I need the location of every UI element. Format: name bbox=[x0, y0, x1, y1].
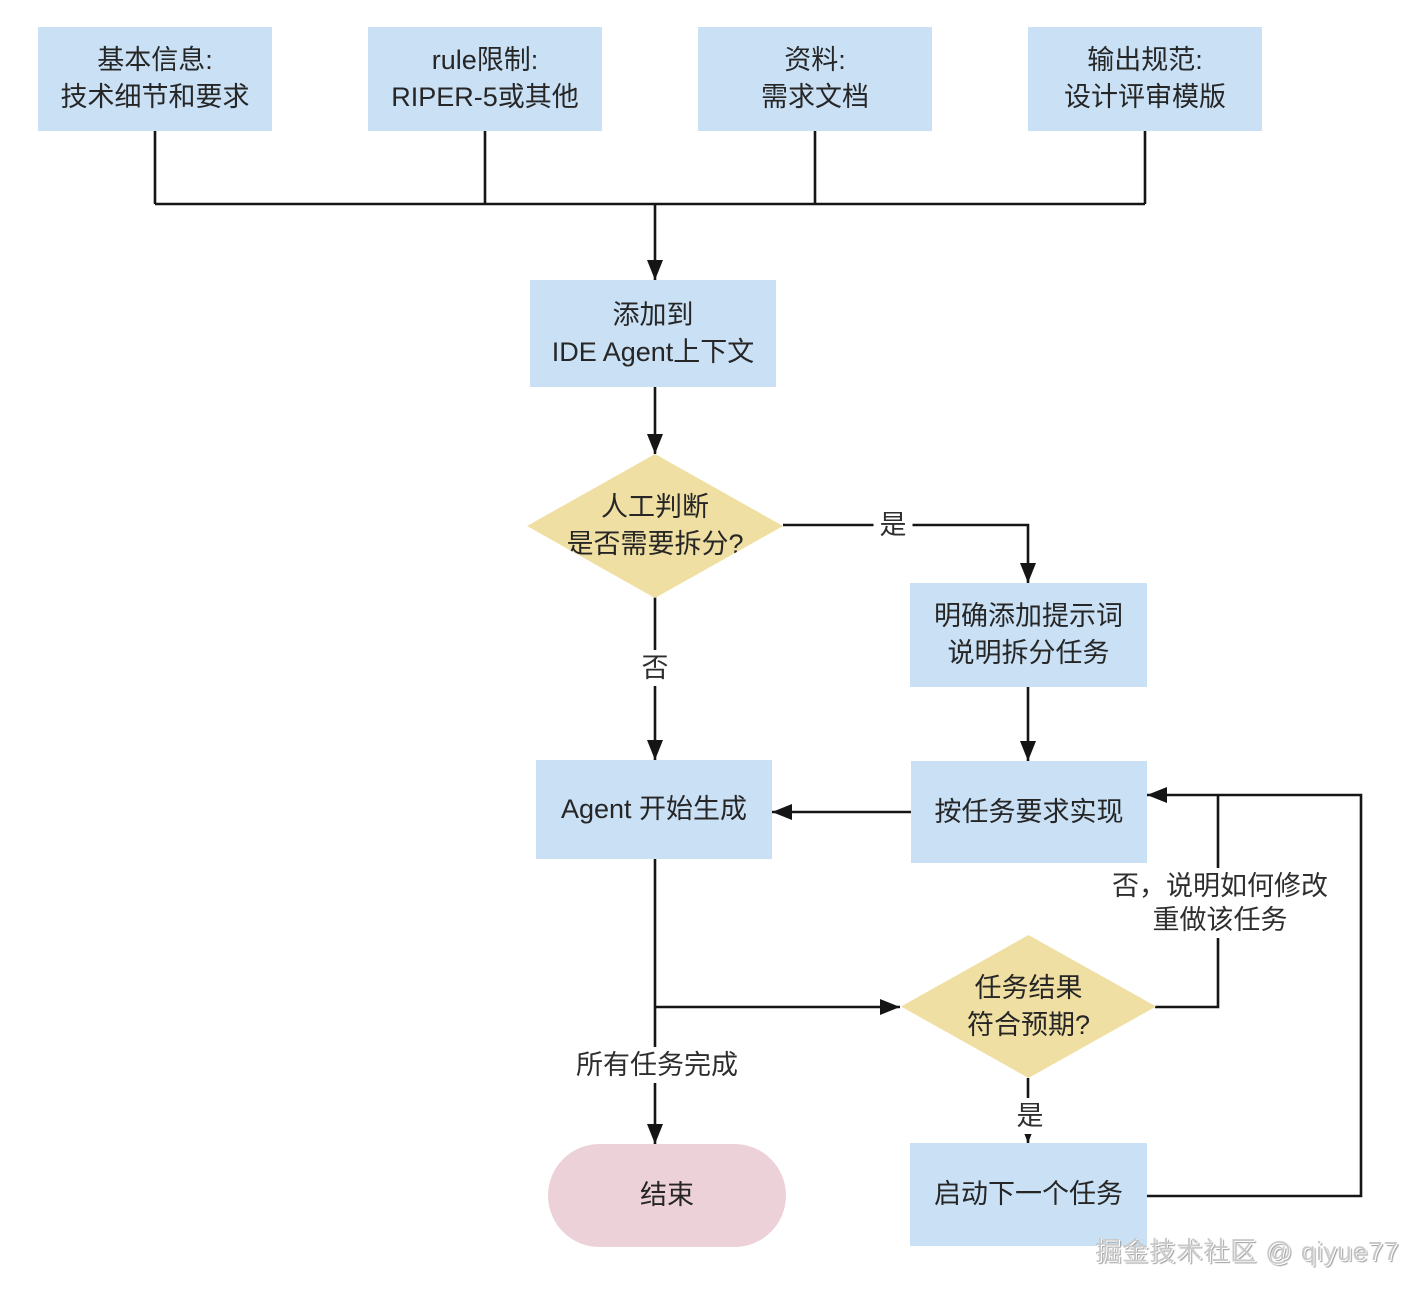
edge-decision-yes-to-add-prompt bbox=[783, 523, 1036, 583]
node-basic-info-line2: 技术细节和要求 bbox=[60, 82, 250, 112]
node-end: 结束 bbox=[548, 1144, 786, 1247]
edge-label-redo: 否，说明如何修改 重做该任务 bbox=[1106, 868, 1334, 938]
node-add-context-line1: 添加到 bbox=[612, 299, 694, 330]
node-add-context: 添加到 IDE Agent上下文 bbox=[530, 280, 776, 387]
node-add-prompt-line1: 明确添加提示词 bbox=[934, 601, 1123, 631]
node-basic-info-line1: 基本信息: bbox=[97, 45, 213, 75]
node-add-context-line2: IDE Agent上下文 bbox=[551, 336, 755, 367]
node-end-label: 结束 bbox=[640, 1180, 694, 1210]
node-materials-line1: 资料: bbox=[784, 45, 846, 75]
node-implement-label: 按任务要求实现 bbox=[934, 796, 1124, 827]
node-add-prompt-line2: 说明拆分任务 bbox=[947, 638, 1110, 668]
node-rule-limit-line2: RIPER-5或其他 bbox=[391, 82, 579, 112]
node-add-prompt: 明确添加提示词 说明拆分任务 bbox=[910, 583, 1147, 687]
watermark-text: 掘金技术社区 @ qiyue77 bbox=[1095, 1236, 1399, 1266]
node-materials: 资料: 需求文档 bbox=[698, 27, 932, 131]
node-output-spec-line1: 输出规范: bbox=[1087, 45, 1203, 75]
decision-need-split-line1: 人工判断 bbox=[601, 492, 709, 522]
edge-label-all-done: 所有任务完成 bbox=[570, 1047, 744, 1083]
node-basic-info: 基本信息: 技术细节和要求 bbox=[38, 27, 272, 131]
decision-result-expected-line1: 任务结果 bbox=[974, 972, 1083, 1003]
edge-result-no-loop bbox=[1155, 795, 1220, 1009]
edge-label-redo-line1: 否，说明如何修改 bbox=[1112, 871, 1328, 901]
edge-label-split-no: 否 bbox=[635, 650, 675, 686]
decision-need-split-line2: 是否需要拆分? bbox=[566, 529, 744, 559]
node-next-task: 启动下一个任务 bbox=[910, 1143, 1147, 1246]
node-materials-line2: 需求文档 bbox=[761, 82, 869, 112]
node-next-task-label: 启动下一个任务 bbox=[934, 1179, 1123, 1209]
edge-label-split-yes: 是 bbox=[873, 507, 913, 543]
node-implement: 按任务要求实现 bbox=[911, 761, 1147, 863]
edge-label-redo-line2: 重做该任务 bbox=[1152, 905, 1288, 935]
node-output-spec-line2: 设计评审模版 bbox=[1064, 82, 1226, 112]
node-rule-limit: rule限制: RIPER-5或其他 bbox=[368, 27, 602, 131]
edge-next-task-loop-to-implement bbox=[1147, 787, 1363, 1198]
node-rule-limit-line1: rule限制: bbox=[431, 45, 539, 75]
node-agent-generate-label: Agent 开始生成 bbox=[560, 794, 748, 824]
edge-label-result-yes: 是 bbox=[1010, 1098, 1050, 1134]
node-agent-generate: Agent 开始生成 bbox=[536, 760, 772, 859]
node-output-spec: 输出规范: 设计评审模版 bbox=[1028, 27, 1262, 131]
decision-result-expected-line2: 符合预期? bbox=[966, 1009, 1091, 1040]
